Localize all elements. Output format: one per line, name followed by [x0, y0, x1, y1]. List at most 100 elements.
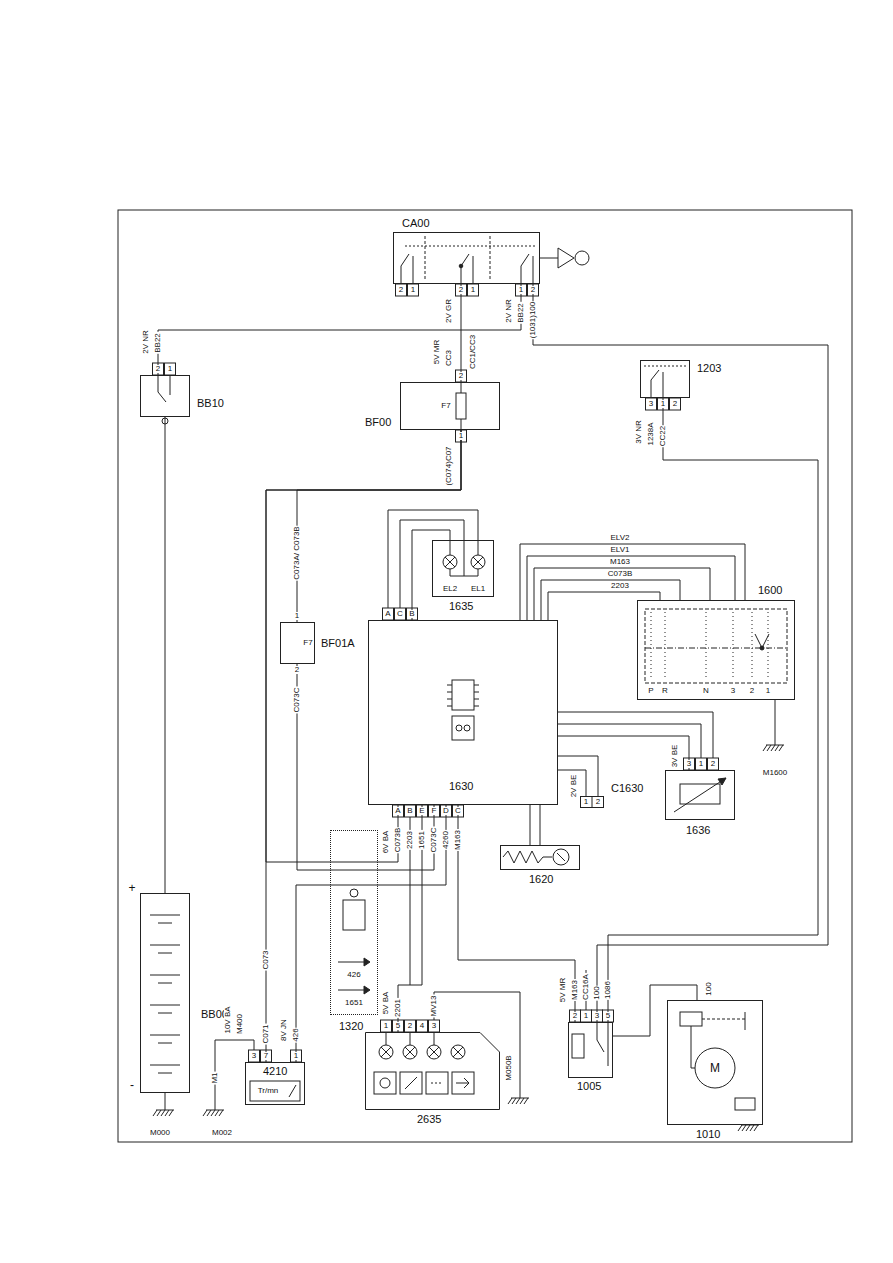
wire-code: 2V NR	[142, 329, 150, 355]
pin-label: C073B	[607, 570, 633, 578]
pin-label: 2	[458, 286, 464, 294]
pin-label: 1	[660, 400, 666, 408]
chip-leg	[474, 692, 479, 693]
ground-hatch	[165, 1110, 169, 1116]
pin-label: D	[442, 807, 450, 815]
wire-code: 4260	[442, 830, 450, 850]
pin-label: 2	[672, 400, 678, 408]
wire-code: 2V GR	[445, 298, 453, 324]
pin-label: E	[418, 807, 425, 815]
pin-label: 5	[605, 1012, 611, 1020]
ground-hatch	[738, 1125, 742, 1131]
pin-label: M002	[211, 1129, 233, 1137]
wire	[478, 540, 479, 555]
lamp-cross	[381, 1047, 391, 1057]
wire-path	[608, 398, 818, 1022]
component-box: 1600	[637, 600, 795, 700]
lamp-cross	[473, 557, 483, 567]
pin-label: -	[129, 1079, 135, 1091]
pin-label: P	[647, 687, 654, 695]
mechanical-link	[405, 246, 537, 247]
ground-hatch	[763, 745, 767, 751]
sensor-icon	[350, 889, 358, 897]
wire	[540, 805, 541, 845]
solenoid-coil	[680, 1012, 702, 1026]
pin-label: 3	[686, 760, 692, 768]
wire-code: 1238A	[647, 421, 655, 446]
wire-code: M163	[454, 829, 462, 851]
pin-label: 3	[648, 400, 654, 408]
wire-code: M400	[236, 1013, 244, 1035]
ground-hatch	[215, 1110, 219, 1116]
pin-cell	[383, 608, 394, 620]
arrow-head	[364, 986, 370, 994]
component-box: 1636	[665, 770, 735, 820]
pin-label: B	[406, 807, 413, 815]
pin-label: 1	[583, 798, 589, 806]
motor-symbol	[553, 849, 569, 865]
wire	[461, 419, 462, 430]
ground-hatch	[779, 745, 783, 751]
ground-hatch	[750, 1125, 754, 1131]
lamp-cross	[445, 557, 455, 567]
wire-path	[297, 664, 434, 870]
switch-blade	[289, 1085, 296, 1097]
wire-path	[297, 430, 461, 622]
wiper-arrow	[718, 778, 726, 785]
pin-cell	[405, 1020, 416, 1032]
pin-label: 2	[530, 286, 536, 294]
lamp-symbol	[427, 1045, 441, 1059]
chip-leg	[447, 706, 452, 707]
pin-label: R	[661, 687, 669, 695]
pin-label: 1	[458, 432, 464, 440]
sensor-icon	[343, 900, 365, 930]
pin-cell	[581, 1010, 592, 1022]
position-line	[768, 612, 769, 680]
wire	[388, 510, 478, 608]
pin-label: 1	[698, 760, 704, 768]
component-label: 1320	[339, 1021, 363, 1032]
switch-blade	[401, 254, 409, 284]
pin-label: C	[396, 610, 404, 618]
wire-connector	[458, 805, 575, 1022]
key-icon	[456, 725, 462, 731]
position-line	[733, 612, 734, 680]
battery-plate	[158, 923, 172, 924]
wire-code: 6V BA	[382, 830, 390, 855]
ground-hatch	[512, 1098, 516, 1104]
lamp-cross	[429, 1047, 439, 1057]
pin-label: 2	[398, 286, 404, 294]
pin-label: 1	[383, 1022, 389, 1030]
wire-connector	[558, 736, 689, 770]
component-box: 1203	[640, 360, 690, 398]
contact	[745, 1012, 746, 1030]
wire-code: 8V JN	[280, 1018, 288, 1042]
wire	[558, 724, 701, 758]
lamp-cross	[453, 1047, 463, 1057]
position-line	[665, 612, 666, 680]
chip-leg	[474, 685, 479, 686]
pin-cell	[408, 284, 419, 296]
battery-plate	[150, 1065, 180, 1066]
key-icon	[452, 716, 474, 740]
wire-code: 1086	[604, 980, 612, 1000]
pin-label: 2	[710, 760, 716, 768]
component-label: 4210	[263, 1066, 287, 1077]
warning-icon	[426, 1072, 448, 1094]
pin-cell	[429, 1020, 440, 1032]
lamp-cross	[381, 1047, 391, 1057]
position-line	[706, 612, 707, 680]
ground-hatch	[771, 745, 775, 751]
switch-contact	[663, 372, 664, 398]
pin-label: C	[454, 807, 462, 815]
pin-label: A	[394, 807, 401, 815]
component-label: BF01A	[321, 638, 355, 649]
wire-connector	[548, 592, 660, 620]
pin-cell	[670, 398, 681, 410]
pin-label: 2	[407, 1022, 413, 1030]
component-box: 1620	[500, 845, 580, 870]
wire-code: M050B	[505, 1054, 513, 1081]
junction-dot	[459, 264, 463, 268]
pin-label: 2203	[610, 582, 630, 590]
